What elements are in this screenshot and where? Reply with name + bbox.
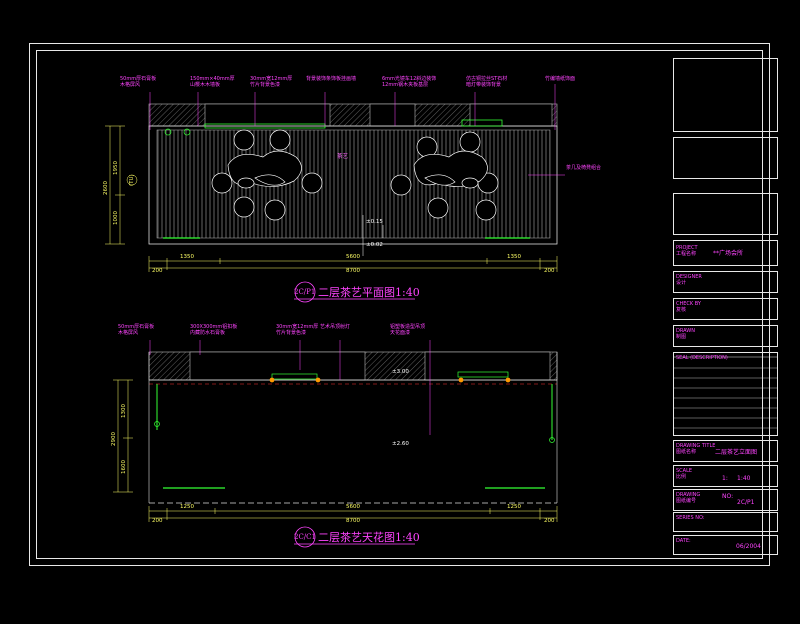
plan-elevation-b: ±0.02 [366,242,383,248]
ceiling-note-3: 30mm宽12mm厚 竹片背景色漆 [276,324,319,336]
ceiling-dim-v-2: 1600 [121,460,127,474]
plan-note-1: 50mm厚石膏板 木格屏风 [120,76,157,88]
tb-project-cell [673,240,778,266]
tb-series-cell [673,512,778,532]
plan-dim-v-2: 1000 [113,211,119,225]
ceiling-elevation-b: ±2.60 [392,441,409,447]
tb-date-cell [673,535,778,555]
plan-dim-total: 8700 [346,268,360,274]
tb-scale-label: SCALE 比例 [676,468,693,480]
ceiling-dim-total: 8700 [346,518,360,524]
plan-dim-end-left: 200 [152,268,163,274]
tb-scale-cell [673,465,778,487]
plan-note-5: 6mm光镜车12斜边装饰 12mm钢木夹板基层 [382,76,437,88]
plan-note-7: 竹编墙纸饰面 [545,76,576,82]
plan-dim-v-1: 1950 [113,161,119,175]
ceiling-dim-2: 5600 [346,504,360,510]
ceiling-note-4: 艺术吊顶射灯 [320,324,351,330]
tb-drawing-title-value: 二层茶艺立面图 [715,449,758,456]
plan-title: 二层茶艺平面图1:40 [318,286,420,299]
ceiling-dim-3: 1250 [507,504,521,510]
tea-table-set-left [211,129,323,221]
tb-series-label: SERIES NO: [676,515,705,521]
plan-note-4: 背景装饰条饰板挂画墙 [306,76,357,82]
ceiling-dim-1: 1250 [180,504,194,510]
tb-scale-value: 1:40 [737,475,751,482]
plan-room-label: 茶艺 [337,154,349,160]
plan-note-right: 茶几及椅凳组合 [566,165,602,171]
tb-drawing-no-label: DRAWING 图纸编号 [676,492,701,504]
tb-drawing-title-cell [673,440,778,462]
tb-project-label: PROJECT 工程名称 [676,245,698,257]
plan-dim-v-total: 2600 [103,181,109,195]
plan-dim-end-right: 200 [544,268,555,274]
tb-drawing-title-label: DRAWING TITLE 图纸名称 [676,443,716,455]
drawing-border-outer [29,43,770,566]
ceiling-title: 二层茶艺天花图1:40 [318,531,420,544]
tb-seal-label: SEAL (DESCRIPTION) [676,355,728,361]
seal-rows [673,367,778,429]
ceiling-note-1: 50mm厚石膏板 木格屏风 [118,324,155,336]
ceiling-dim-v-total: 2900 [111,432,117,446]
tb-logo-box [673,58,778,132]
plan-dimension-lines [105,125,558,272]
plan-tag: (TU) [129,174,135,186]
ceiling-leader-lines [149,340,431,435]
ceiling-note-5: 铝塑板造型吊顶 天花面漆 [390,324,426,336]
tb-blank-box [673,193,778,235]
drawing-border-inner [36,50,763,559]
tb-check-label: CHECK BY 复核 [676,301,701,313]
tb-scale-prefix: 1: [722,475,728,482]
plan-title-code: 2C/P1 [294,288,316,296]
ceiling-spotlights [269,377,511,383]
tb-date-value: 06/2004 [736,543,761,550]
tea-table-set-right [390,131,499,221]
ceiling-dim-end-left: 200 [152,518,163,524]
tb-drawing-no-prefix: NO: [722,493,734,500]
tb-top-box [673,137,778,179]
ceiling-note-2: 300X300mm铝扣板 内藏防水石膏板 [190,324,238,336]
plan-dim-2: 5600 [346,254,360,260]
ceiling-title-code: 2C/C1 [294,533,316,541]
plan-dim-3: 1350 [507,254,521,260]
tb-drawing-no-cell [673,489,778,511]
plan-note-2: 150mm×40mm厚 山樱木木墙板 [190,76,235,88]
ceiling-view [113,340,558,522]
tb-date-label: DATE: [676,538,691,544]
tb-designer-cell [673,271,778,293]
plan-dim-1: 1350 [180,254,194,260]
ceiling-dimension-lines [113,379,558,522]
plan-note-6: 仿古铜拉丝ST石材 暗灯带装饰背景 [466,76,508,88]
ceiling-dim-end-right: 200 [544,518,555,524]
ceiling-elevation-a: ±3.00 [392,369,409,375]
tb-drawn-cell [673,325,778,347]
plan-note-3: 30mm宽12mm厚 竹片背景色漆 [250,76,293,88]
plan-view [105,84,565,272]
tb-drawing-no-value: 2C/P1 [737,499,755,506]
tb-project-value: **广场会所 [713,250,744,257]
ceiling-dim-v-1: 1300 [121,404,127,418]
tb-designer-label: DESIGNER 设计 [676,274,702,286]
plan-leader-lines [149,84,565,176]
tb-drawn-label: DRAWN 制图 [676,328,695,340]
plan-elevation-a: ±0.15 [366,219,383,225]
tb-check-cell [673,298,778,320]
tb-seal-cell [673,352,778,436]
